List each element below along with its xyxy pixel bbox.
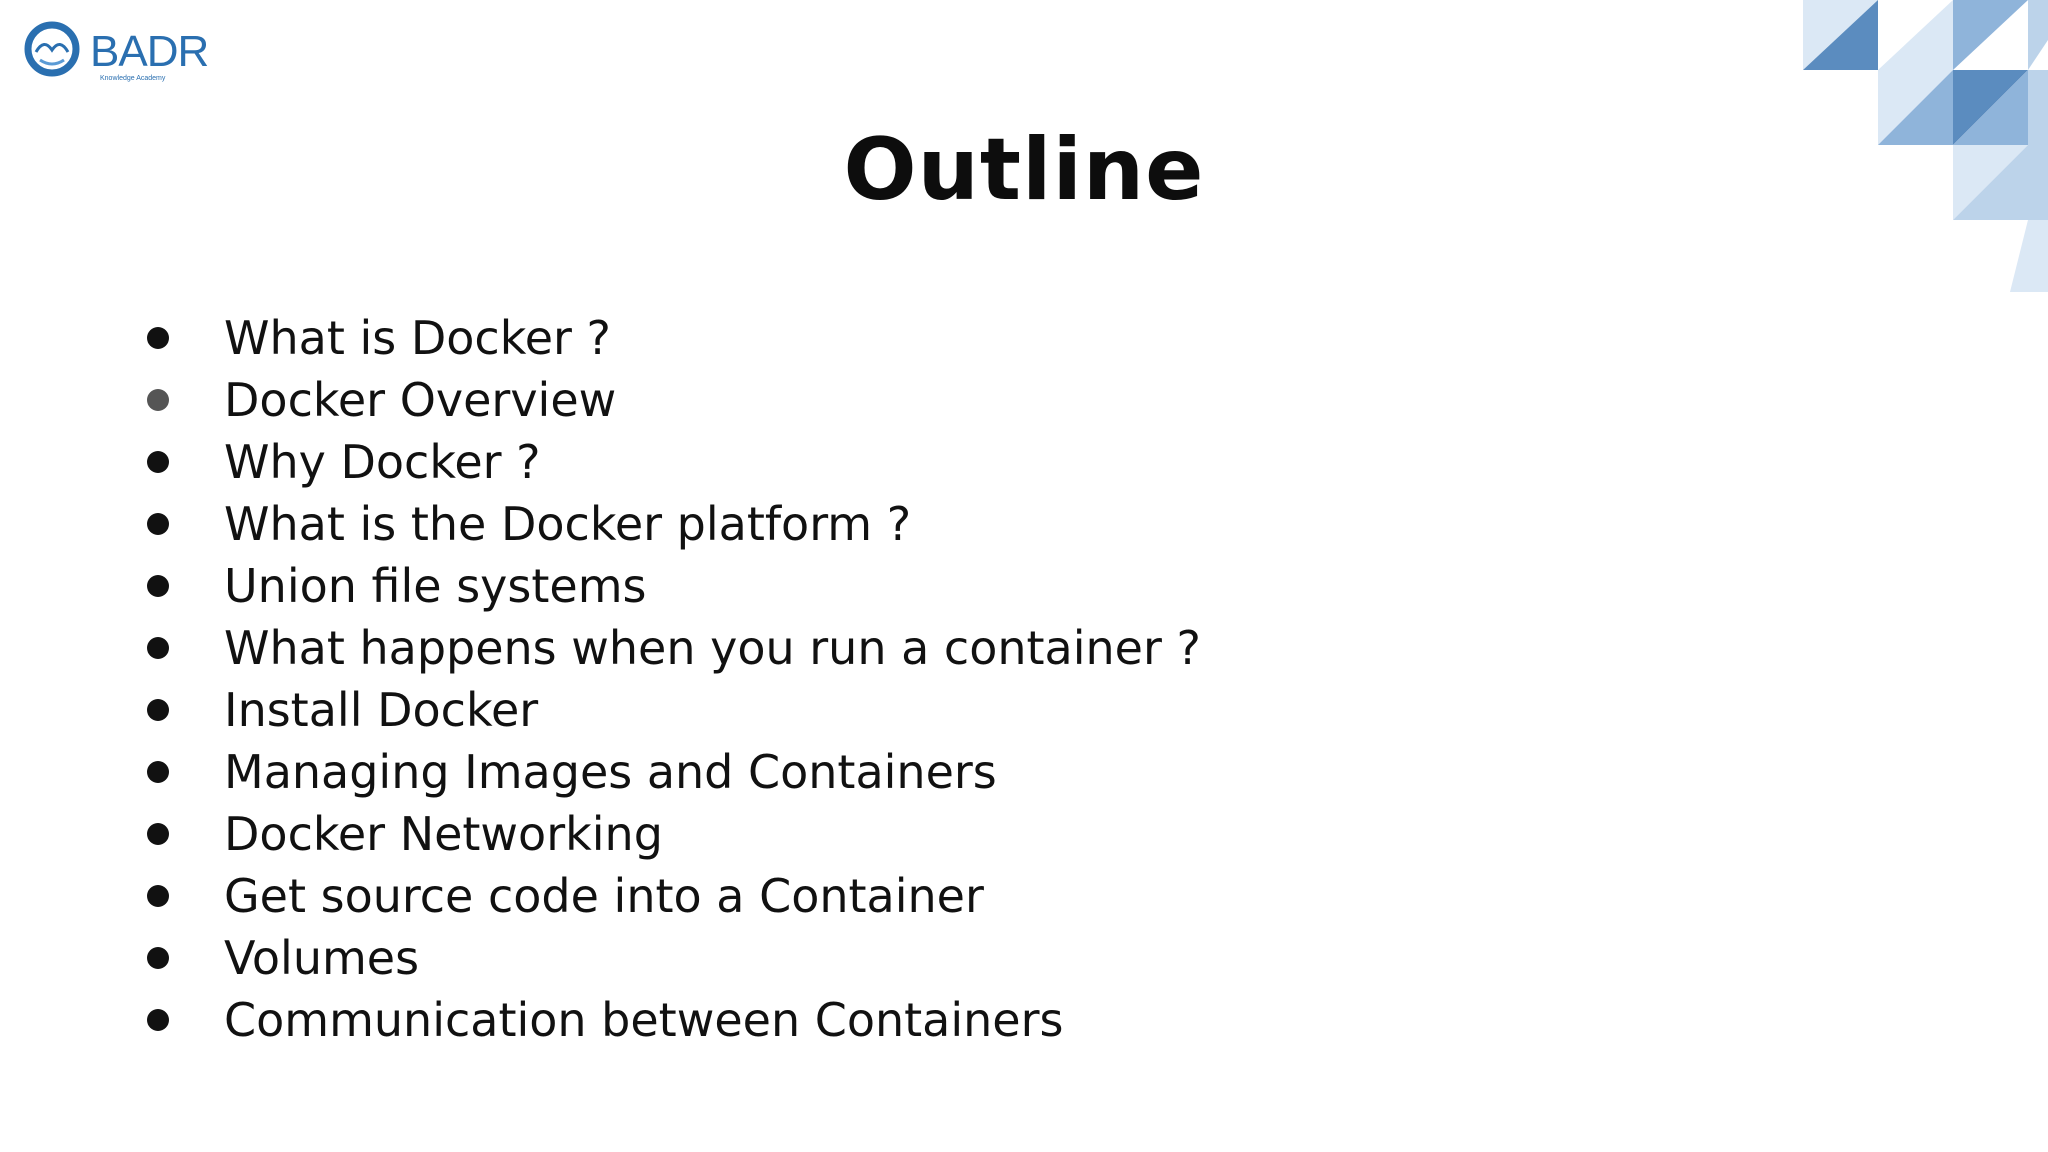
- list-item-label: What is the Docker platform ?: [224, 497, 912, 551]
- bullet-icon: [147, 823, 169, 845]
- list-item-label: Communication between Containers: [224, 993, 1064, 1047]
- list-item: Why Docker ?: [140, 431, 1201, 493]
- list-item: What is the Docker platform ?: [140, 493, 1201, 555]
- bullet-icon: [147, 761, 169, 783]
- page-title: Outline: [843, 120, 1205, 220]
- list-item: Docker Networking: [140, 803, 1201, 865]
- triangle-mosaic-decoration: [1748, 0, 2048, 300]
- bullet-icon: [147, 947, 169, 969]
- bullet-icon: [147, 885, 169, 907]
- logo-tagline: Knowledge Academy: [100, 75, 166, 82]
- list-item-label: Volumes: [224, 931, 420, 985]
- outline-list: What is Docker ? Docker Overview Why Doc…: [140, 307, 1201, 1051]
- list-item: Docker Overview: [140, 369, 1201, 431]
- logo-name: BADR: [90, 27, 208, 76]
- list-item: What happens when you run a container ?: [140, 617, 1201, 679]
- list-item-label: Why Docker ?: [224, 435, 541, 489]
- bullet-icon: [147, 513, 169, 535]
- list-item: Volumes: [140, 927, 1201, 989]
- bullet-icon: [147, 1009, 169, 1031]
- bullet-icon: [147, 637, 169, 659]
- list-item: Managing Images and Containers: [140, 741, 1201, 803]
- list-item-label: Union file systems: [224, 559, 647, 613]
- list-item-label: What happens when you run a container ?: [224, 621, 1201, 675]
- list-item: Install Docker: [140, 679, 1201, 741]
- list-item-label: Managing Images and Containers: [224, 745, 997, 799]
- list-item-label: Install Docker: [224, 683, 539, 737]
- list-item-label: Get source code into a Container: [224, 869, 984, 923]
- bullet-icon: [147, 389, 169, 411]
- list-item-label: Docker Overview: [224, 373, 617, 427]
- list-item-label: Docker Networking: [224, 807, 663, 861]
- list-item-label: What is Docker ?: [224, 311, 611, 365]
- bullet-icon: [147, 699, 169, 721]
- bullet-icon: [147, 575, 169, 597]
- list-item: Communication between Containers: [140, 989, 1201, 1051]
- bullet-icon: [147, 327, 169, 349]
- bullet-icon: [147, 451, 169, 473]
- list-item: Get source code into a Container: [140, 865, 1201, 927]
- list-item: Union file systems: [140, 555, 1201, 617]
- list-item: What is Docker ?: [140, 307, 1201, 369]
- badr-logo-icon: [24, 21, 80, 77]
- badr-logo: BADR Knowledge Academy: [22, 16, 232, 86]
